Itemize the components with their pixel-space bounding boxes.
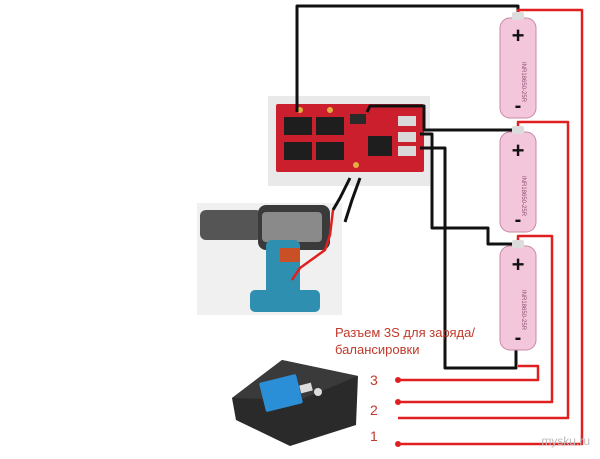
- connector-caption: Разъем 3S для заряда/балансировки: [335, 325, 475, 357]
- cell-1-minus: -: [515, 95, 522, 117]
- cell-2-plus: +: [512, 138, 525, 163]
- pin-label-1: 1: [370, 428, 378, 444]
- cell-3-minus: -: [515, 327, 522, 349]
- cell-1: + - INR18650-25R: [499, 12, 537, 119]
- red-wires: [290, 8, 584, 446]
- watermark: mysku.ru: [541, 434, 590, 448]
- bms-board: [268, 96, 430, 186]
- pin-1-dot: [395, 441, 401, 447]
- cell-2-minus: -: [515, 209, 522, 231]
- cell-2: + - INR18650-25R: [499, 126, 537, 233]
- pin-label-2: 2: [370, 402, 378, 418]
- pin-label-3: 3: [370, 372, 378, 388]
- connector-pins: [395, 377, 401, 447]
- drill: [197, 203, 342, 315]
- cell-2-marking: INR18650-25R: [520, 176, 526, 217]
- pin-3-dot: [395, 377, 401, 383]
- charger: [232, 360, 358, 446]
- cell-3-plus: +: [512, 252, 525, 277]
- cell-1-plus: +: [512, 23, 525, 48]
- pin-2-dot: [395, 399, 401, 405]
- cell-3-marking: INR18650-25R: [520, 290, 526, 331]
- cell-1-marking: INR18650-25R: [520, 62, 526, 103]
- cell-3: + - INR18650-25R: [499, 240, 537, 351]
